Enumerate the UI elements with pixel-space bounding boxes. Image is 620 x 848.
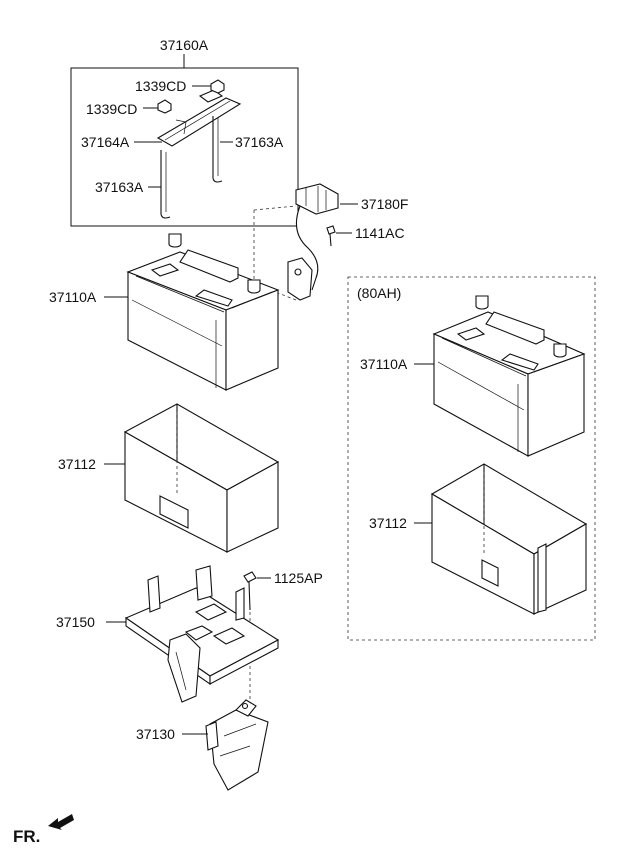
label-37150[interactable]: 37150 (56, 614, 95, 630)
battery-terminal-pos (247, 279, 261, 294)
insulation-pad[interactable] (123, 403, 280, 553)
label-37180F[interactable]: 37180F (361, 196, 408, 212)
label-alt-37112[interactable]: 37112 (369, 515, 407, 531)
battery-tray[interactable] (124, 565, 280, 703)
label-37160A[interactable]: 37160A (160, 37, 209, 53)
label-1339CD-top[interactable]: 1339CD (135, 78, 186, 94)
label-1339CD-left[interactable]: 1339CD (86, 101, 137, 117)
label-37130[interactable]: 37130 (136, 726, 175, 742)
label-alt-37110A[interactable]: 37110A (360, 356, 408, 372)
bracket-assembly-frame (70, 67, 299, 227)
rod-right[interactable] (212, 116, 223, 183)
label-37163A-right[interactable]: 37163A (235, 134, 284, 150)
label-37110A[interactable]: 37110A (49, 289, 97, 305)
label-37164A[interactable]: 37164A (81, 134, 130, 150)
variant-80ah-group: (80AH) 37110A 37112 (347, 276, 596, 641)
label-1141AC[interactable]: 1141AC (355, 225, 405, 241)
variant-80ah-frame (347, 276, 596, 641)
nut-left[interactable] (157, 99, 172, 114)
label-37112[interactable]: 37112 (58, 456, 96, 472)
variant-label[interactable]: (80AH) (357, 285, 401, 301)
nut-top[interactable] (210, 79, 225, 94)
front-arrow-icon (48, 814, 74, 830)
alt-insulation-pad[interactable] (430, 463, 588, 615)
bracket-assembly-group: 37160A 1339CD 1339CD 37164A (70, 37, 299, 227)
clamp-bar[interactable] (156, 89, 242, 147)
tray-bracket[interactable] (205, 699, 269, 791)
terminal-cable[interactable] (253, 183, 339, 301)
alt-battery[interactable] (432, 295, 586, 457)
label-37163A-left[interactable]: 37163A (95, 179, 144, 195)
main-battery[interactable] (126, 233, 280, 391)
front-label: FR. (13, 827, 40, 846)
label-1125AP[interactable]: 1125AP (274, 570, 323, 586)
terminal-bolt[interactable] (326, 225, 336, 247)
front-indicator: FR. (13, 814, 74, 846)
battery-terminal-neg (168, 233, 182, 248)
rod-left[interactable] (160, 150, 171, 219)
